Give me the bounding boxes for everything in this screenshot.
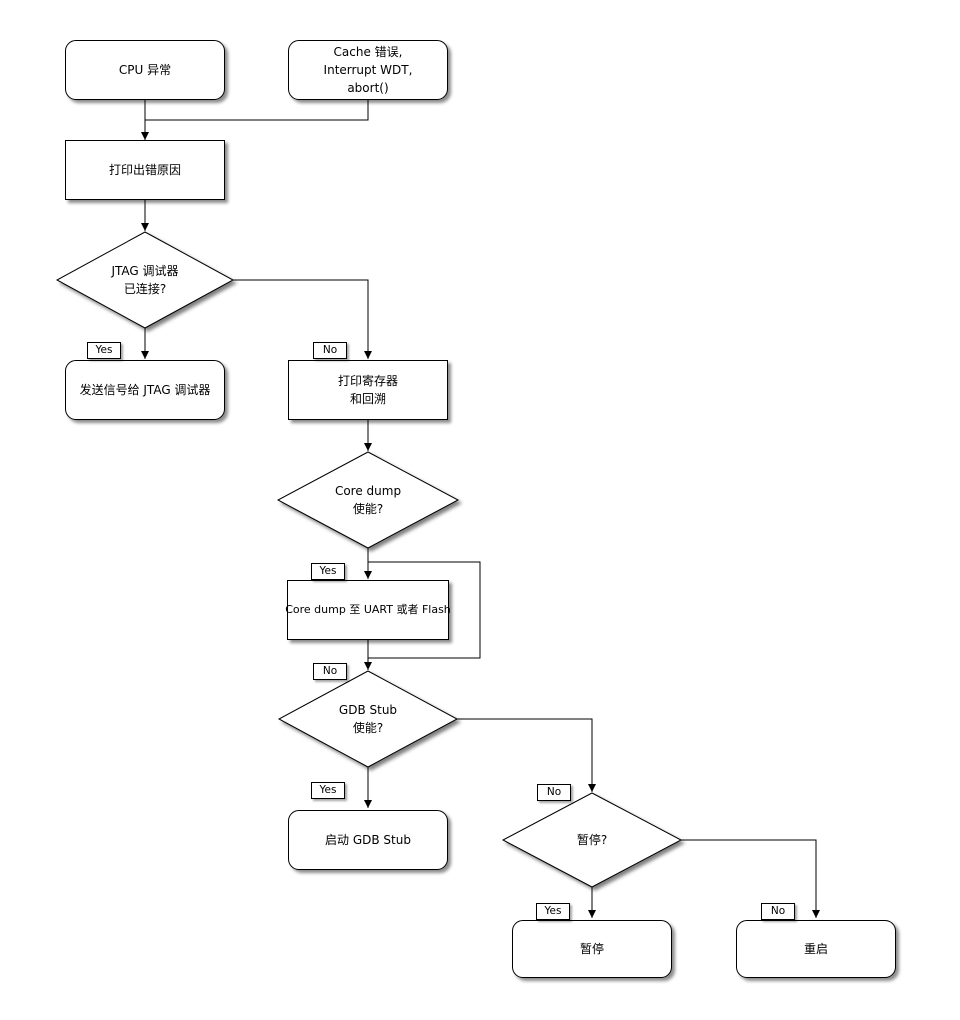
edge-label-halt-yes: Yes (536, 903, 570, 920)
node-print-registers: 打印寄存器 和回溯 (288, 360, 448, 420)
edge-label-gdb-yes: Yes (311, 782, 345, 799)
edge-label-coredump-yes: Yes (311, 563, 345, 580)
node-halt-label: 暂停 (579, 942, 604, 956)
diamond-halt-decision (501, 792, 683, 888)
node-cache-error-line1: Cache 错误, (333, 45, 403, 59)
node-cpu-exception-label: CPU 异常 (118, 63, 172, 77)
node-core-dump-dest: Core dump 至 UART 或者 Flash (285, 580, 451, 640)
node-reboot: 重启 (736, 920, 896, 978)
node-halt: 暂停 (512, 920, 672, 978)
edge-halt-no (681, 839, 820, 918)
edge-gdb-no (457, 718, 596, 792)
node-cache-error: Cache 错误, Interrupt WDT, abort() (288, 40, 448, 100)
edge-merge-top (144, 100, 369, 121)
node-send-signal-jtag-label: 发送信号给 JTAG 调试器 (79, 383, 211, 397)
node-print-reason-label: 打印出错原因 (108, 163, 181, 177)
node-start-gdb-stub-label: 启动 GDB Stub (325, 833, 411, 847)
node-print-reason: 打印出错原因 (65, 140, 225, 200)
node-cpu-exception: CPU 异常 (65, 40, 225, 100)
node-print-registers-line1: 打印寄存器 (337, 374, 398, 388)
edge-label-gdb-no: No (537, 784, 571, 801)
diamond-gdb-stub-enabled (277, 670, 459, 768)
node-cache-error-line3: abort() (347, 81, 389, 95)
edge-label-jtag-yes: Yes (87, 342, 121, 359)
edge-label-coredump-no: No (313, 663, 347, 680)
node-cache-error-line2: Interrupt WDT, (323, 63, 413, 77)
node-core-dump-dest-label: Core dump 至 UART 或者 Flash (285, 603, 451, 616)
node-send-signal-jtag: 发送信号给 JTAG 调试器 (65, 360, 225, 420)
diamond-jtag-connected (55, 231, 235, 329)
node-start-gdb-stub: 启动 GDB Stub (288, 810, 448, 870)
node-print-registers-line2: 和回溯 (349, 392, 386, 406)
edge-label-jtag-no: No (313, 342, 347, 359)
edge-coredump-no-bypass (368, 561, 481, 659)
diamond-core-dump-enabled (276, 451, 460, 549)
edge-jtag-no (233, 279, 372, 359)
node-reboot-label: 重启 (803, 942, 828, 956)
edge-label-halt-no: No (761, 903, 795, 920)
